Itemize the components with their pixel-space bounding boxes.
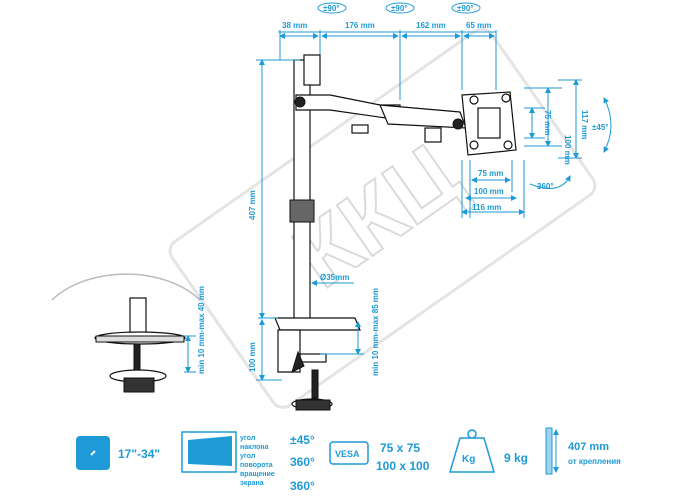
spec-bar: 17"-34" угол наклона угол поворота враще… xyxy=(76,427,621,493)
desk-plate xyxy=(274,317,361,331)
angle-label-1: угол xyxy=(240,435,255,442)
dim-162: 162 mm xyxy=(416,21,446,30)
clamp-range: min 10 mm-max 85 mm xyxy=(371,288,380,376)
dim-38: 38 mm xyxy=(282,21,307,30)
base-height: 100 mm xyxy=(248,342,257,372)
weight-icon xyxy=(448,437,496,473)
rotation-3: ±90° xyxy=(457,4,474,13)
top-dimensions: 38 mm 176 mm 162 mm 65 mm ±90° ±90° ±90° xyxy=(278,2,497,100)
cable-clip xyxy=(289,199,315,223)
vesa-head xyxy=(461,91,517,156)
watermark: ККЦ xyxy=(168,27,597,409)
inset-clamp-label: min 10 mm-max 40 mm xyxy=(197,286,206,374)
pole-height: 407 mm xyxy=(248,190,257,220)
swivel-value: 360° xyxy=(290,455,315,469)
angle-label-5: вращение xyxy=(240,471,275,478)
clamp-screw xyxy=(311,369,319,399)
head-dimensions: 100 mm 75 mm 117 mm ±45° 360° 75 mm 100 … xyxy=(461,79,612,218)
height-value: 407 mm xyxy=(568,441,609,453)
tilt-value: ±45° xyxy=(290,433,315,447)
angle-label-2: наклона xyxy=(240,444,269,451)
dim-65: 65 mm xyxy=(466,21,491,30)
head-rotation: 360° xyxy=(537,182,554,191)
height-sub: от крепления xyxy=(568,457,621,466)
screen-size: 17"-34" xyxy=(118,447,160,461)
head-h117: 117 mm xyxy=(580,110,589,139)
vesa-icon xyxy=(329,441,369,465)
head-tilt: ±45° xyxy=(592,123,609,132)
head-h75: 75 mm xyxy=(543,110,552,135)
rotation-2: ±90° xyxy=(391,4,408,13)
mount-drawing xyxy=(274,54,517,411)
vesa-100: 100 x 100 xyxy=(376,459,430,473)
rotation-1: ±90° xyxy=(323,4,340,13)
angle-label-4: поворота xyxy=(240,462,273,469)
clamp-body xyxy=(277,329,301,373)
vesa-75: 75 x 75 xyxy=(380,441,420,455)
pole-diameter: Ø35mm xyxy=(320,273,349,282)
head-h100: 100 mm xyxy=(563,135,572,165)
angle-label-6: экрана xyxy=(240,480,264,487)
height-icon xyxy=(545,427,553,475)
pole-dimensions: 407 mm 100 mm Ø35mm min 10 mm-max 85 mm xyxy=(248,59,380,381)
head-w116: 116 mm xyxy=(472,203,501,212)
inset-clamp-detail: min 10 mm-max 40 mm xyxy=(51,273,206,393)
dim-176: 176 mm xyxy=(345,21,375,30)
vesa-badge: VESA xyxy=(335,449,360,459)
kg-badge: Kg xyxy=(462,454,475,465)
weight-value: 9 kg xyxy=(504,451,528,465)
angle-label-3: угол xyxy=(240,453,255,460)
head-w75: 75 mm xyxy=(478,169,503,178)
rotate-value: 360° xyxy=(290,479,315,493)
head-w100: 100 mm xyxy=(474,187,504,196)
